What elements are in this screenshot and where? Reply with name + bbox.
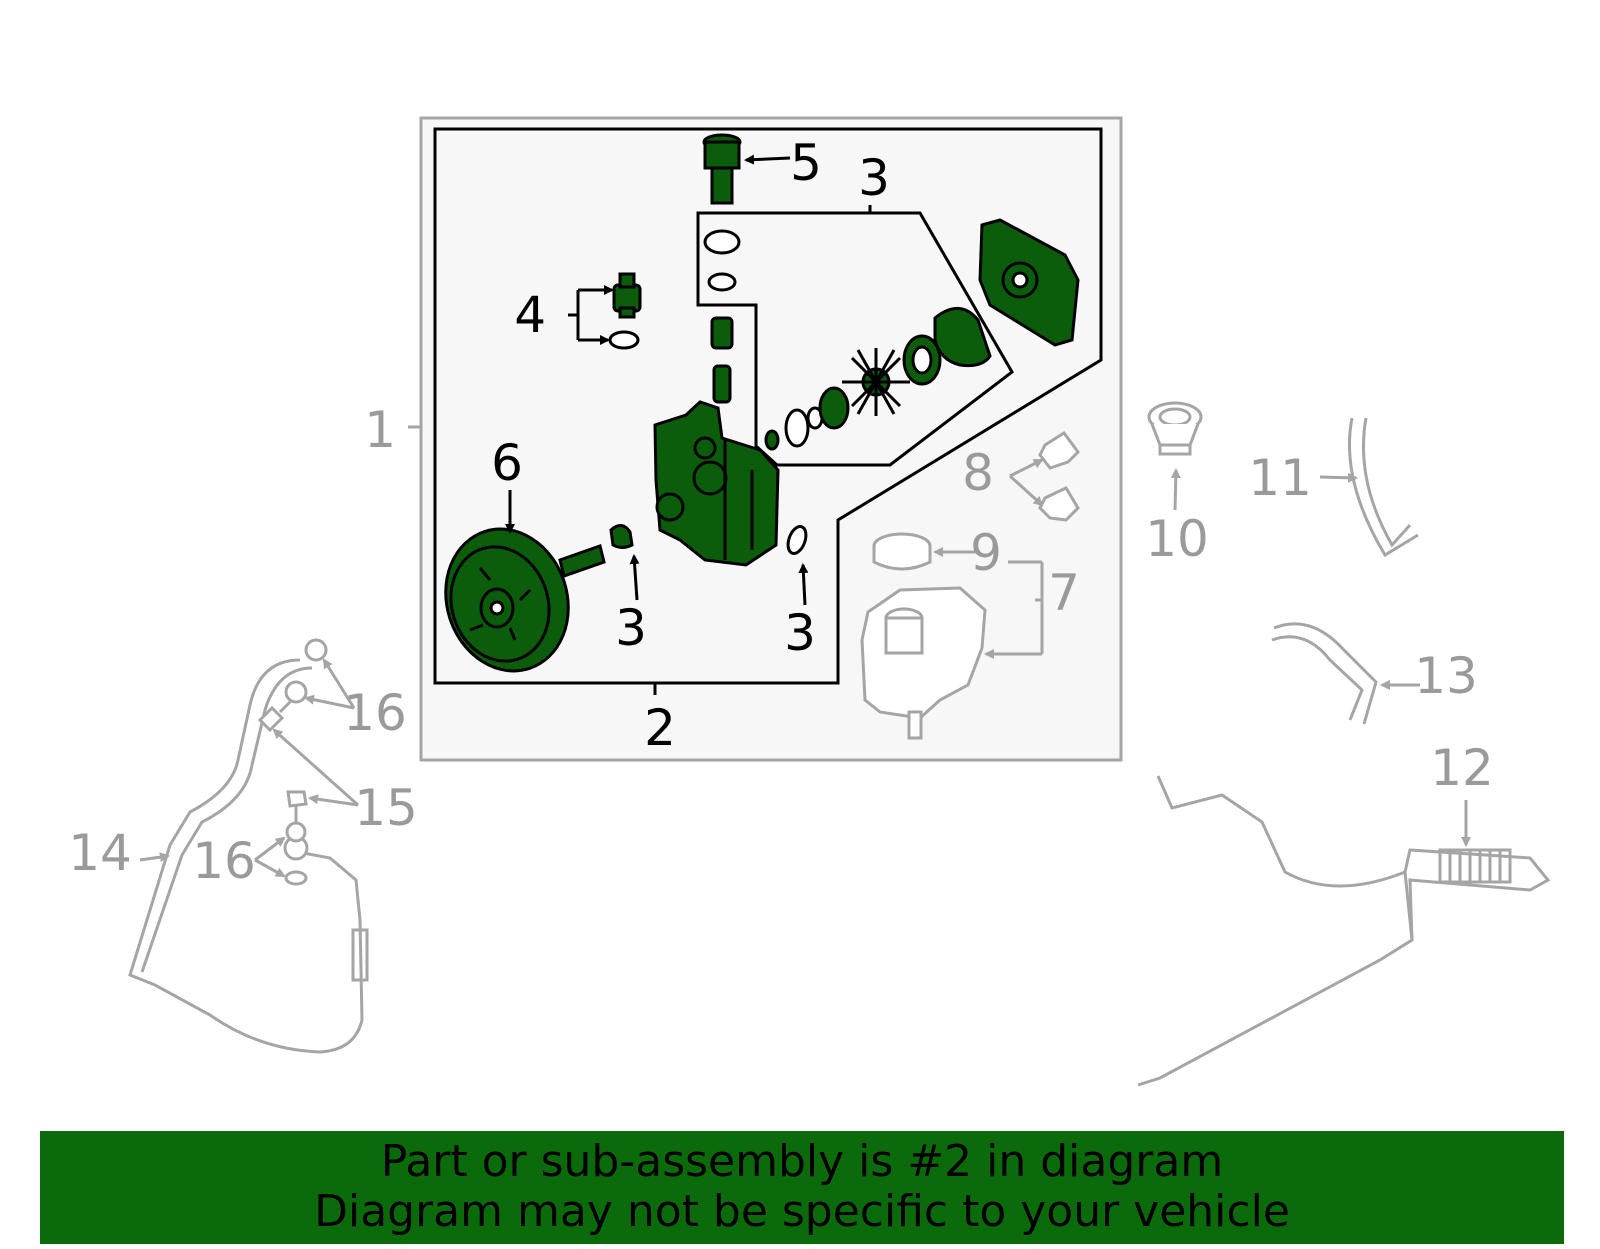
seal-kit-outline xyxy=(696,211,1014,467)
pressure-plate xyxy=(933,307,992,368)
callout-15: 15 xyxy=(354,779,418,837)
callout-12: 12 xyxy=(1430,739,1494,797)
valve-spool xyxy=(712,364,732,404)
callout-8: 8 xyxy=(962,444,994,502)
o-ring xyxy=(707,272,737,292)
washer xyxy=(284,870,308,886)
rear-housing xyxy=(978,218,1080,347)
callout-9: 9 xyxy=(970,524,1002,582)
o-ring xyxy=(608,330,640,350)
filler-neck xyxy=(1147,401,1203,456)
pressure-line-12 xyxy=(1137,775,1551,1087)
return-line-14 xyxy=(128,658,369,1054)
hose-11 xyxy=(1347,417,1419,558)
banjo-bolt xyxy=(257,698,294,733)
subassembly-outline xyxy=(433,127,1103,685)
callout-2: 2 xyxy=(644,699,676,757)
callout-14: 14 xyxy=(68,824,132,882)
notice-line-1: Part or sub-assembly is #2 in diagram xyxy=(380,1136,1224,1187)
callout-3: 3 xyxy=(784,604,816,662)
seal xyxy=(764,429,780,451)
o-ring xyxy=(703,229,741,255)
callout-13: 13 xyxy=(1414,647,1478,705)
bracket-clip xyxy=(1038,486,1080,522)
pressure-switch xyxy=(612,272,642,319)
washer xyxy=(284,680,308,704)
notice-line-2: Diagram may not be specific to your vehi… xyxy=(314,1186,1290,1237)
callout-7: 7 xyxy=(1048,564,1080,622)
washer xyxy=(304,638,328,662)
callout-5: 5 xyxy=(790,134,822,192)
valve-sleeve xyxy=(710,316,734,350)
hose-13 xyxy=(1271,622,1378,725)
callout-11: 11 xyxy=(1248,449,1312,507)
banjo-bolt xyxy=(286,790,308,822)
o-ring xyxy=(784,408,810,448)
rotor-vanes xyxy=(842,348,910,416)
pump-body xyxy=(653,400,780,567)
callout-1: 1 xyxy=(364,401,396,459)
reservoir xyxy=(860,586,987,740)
callout-6: 6 xyxy=(491,434,523,492)
bracket-clip xyxy=(1038,430,1080,470)
notice-banner: Part or sub-assembly is #2 in diagram Di… xyxy=(40,1131,1564,1244)
pulley xyxy=(444,527,606,673)
callout-3: 3 xyxy=(858,149,890,207)
callout-16: 16 xyxy=(343,684,407,742)
reservoir-cap xyxy=(872,532,932,571)
seal xyxy=(818,386,850,430)
o-ring xyxy=(786,525,808,555)
callout-4: 4 xyxy=(514,286,546,344)
washer xyxy=(285,821,307,843)
outlet-fitting xyxy=(702,133,742,205)
callout-3: 3 xyxy=(615,599,647,657)
callout-16: 16 xyxy=(192,832,256,890)
seal xyxy=(609,524,634,549)
callout-10: 10 xyxy=(1145,510,1209,568)
